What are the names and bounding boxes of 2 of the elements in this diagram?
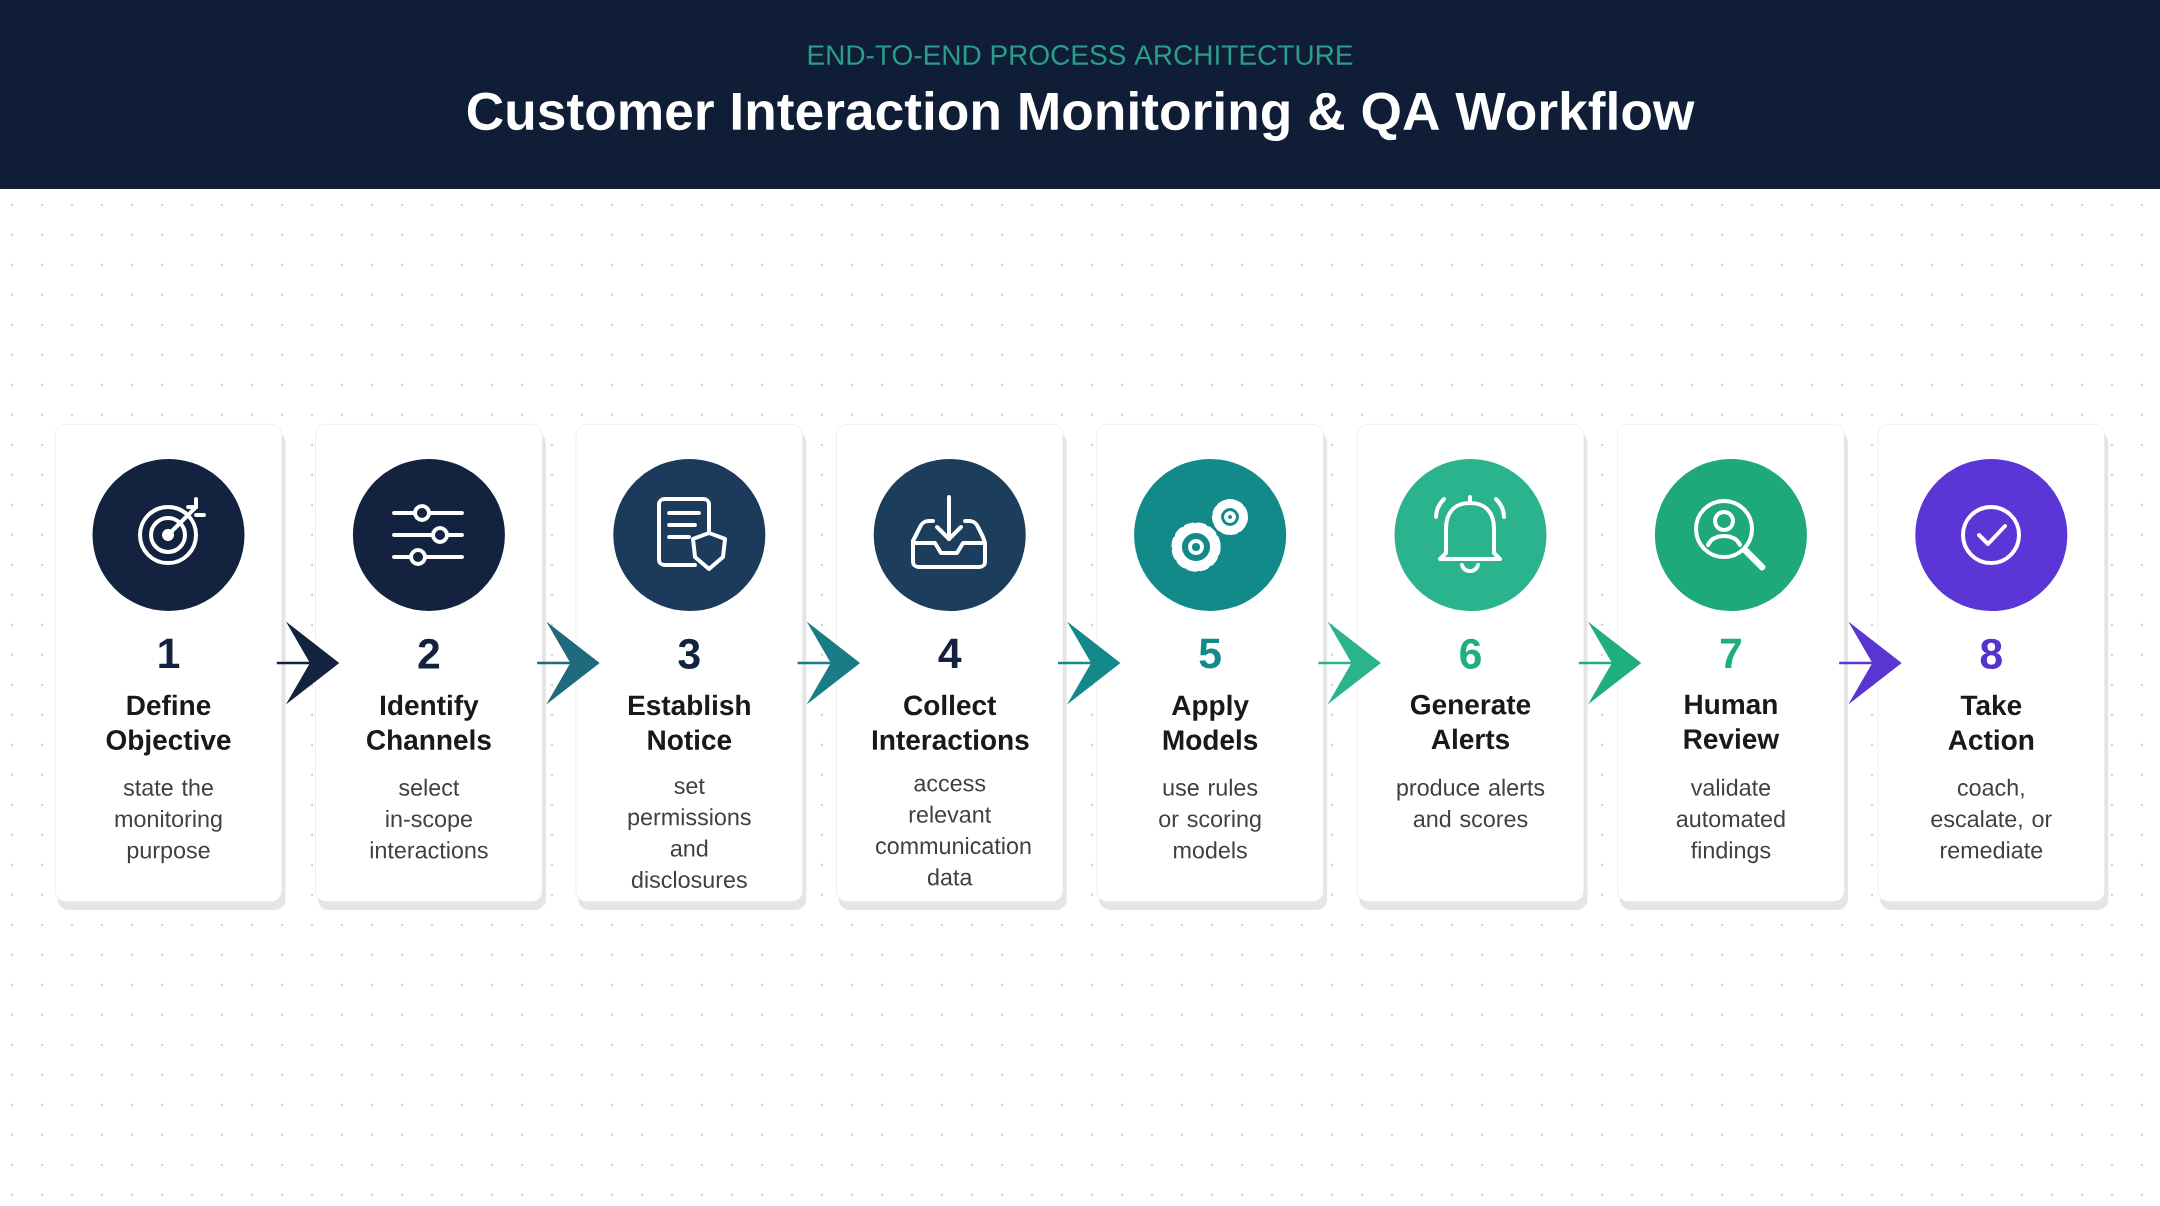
title: Customer Interaction Monitoring & QA Workflow bbox=[467, 91, 1695, 141]
subtitle: END-TO-END PROCESS ARCHITECTURE bbox=[808, 45, 1353, 65]
